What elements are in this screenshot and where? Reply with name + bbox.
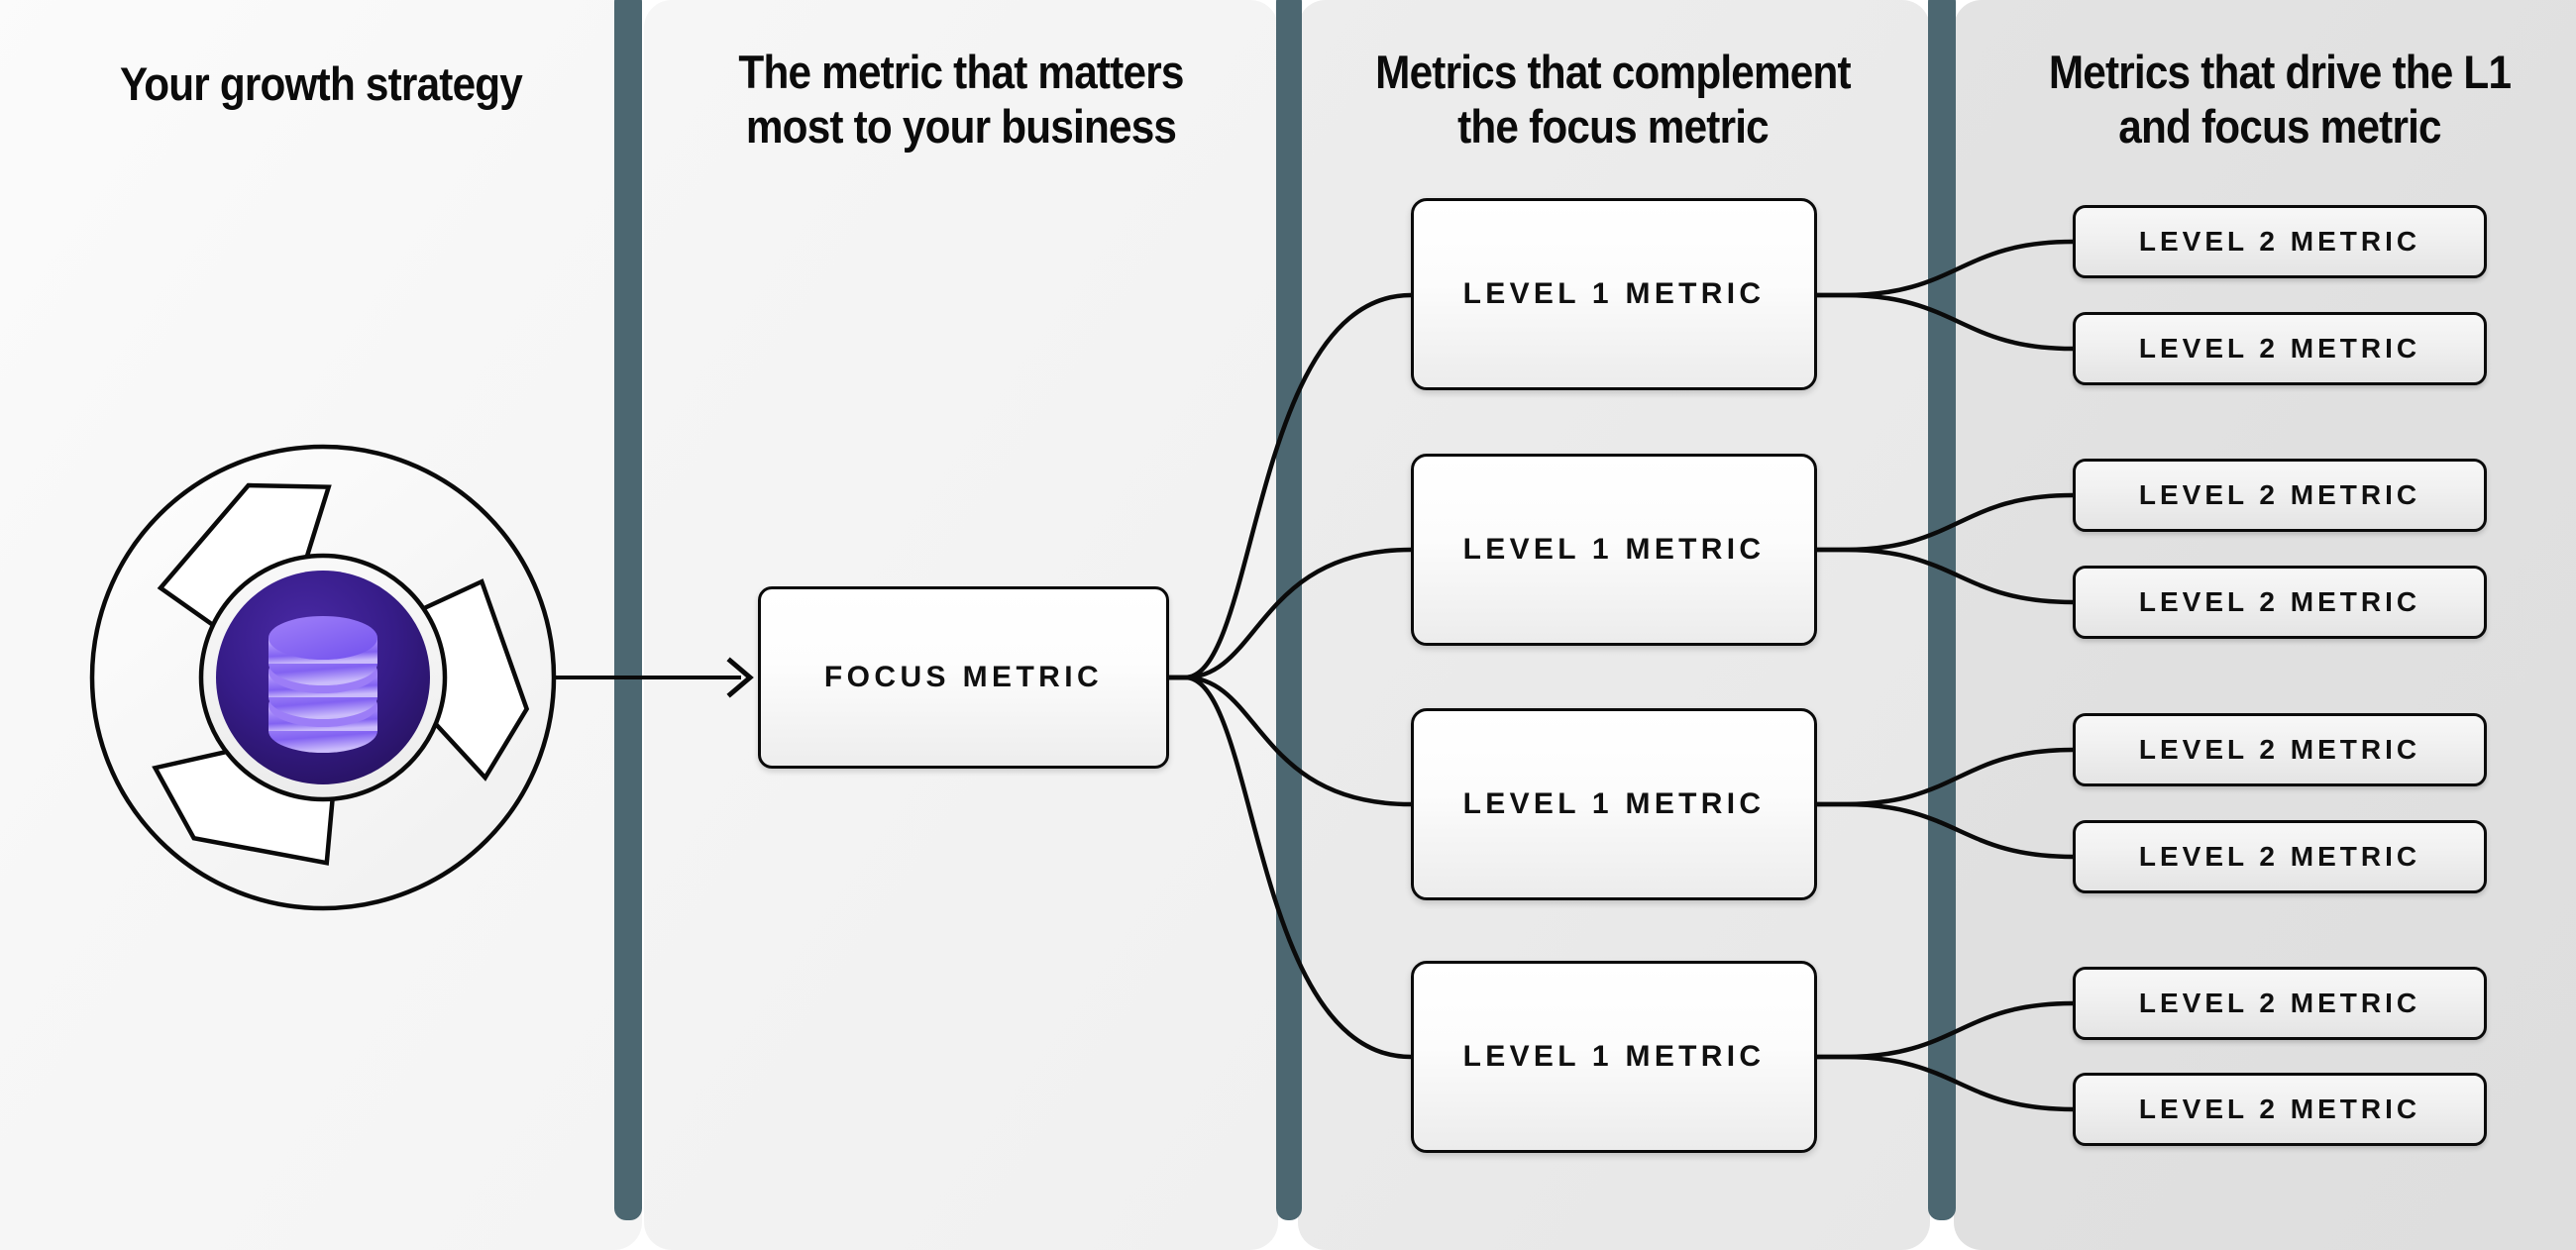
level-1-metric-box-2[interactable]: LEVEL 1 METRIC [1411,454,1817,646]
level-1-metric-label: LEVEL 1 METRIC [1462,277,1766,310]
column-divider-3 [1928,0,1956,1220]
level-2-metric-box-4[interactable]: LEVEL 2 METRIC [2073,566,2487,639]
level-1-metric-box-1[interactable]: LEVEL 1 METRIC [1411,198,1817,390]
level-2-metric-label: LEVEL 2 METRIC [2138,1094,2421,1124]
level-1-metric-box-3[interactable]: LEVEL 1 METRIC [1411,708,1817,900]
focus-metric-label: FOCUS METRIC [823,661,1104,693]
level-2-metric-box-1[interactable]: LEVEL 2 METRIC [2073,205,2487,278]
level-2-metric-label: LEVEL 2 METRIC [2138,988,2421,1018]
level-2-metric-label: LEVEL 2 METRIC [2138,841,2421,872]
level-2-metric-label: LEVEL 2 METRIC [2138,479,2421,510]
database-icon [268,616,377,753]
level-1-metric-label: LEVEL 1 METRIC [1462,1040,1766,1073]
level-2-metric-label: LEVEL 2 METRIC [2138,586,2421,617]
column-divider-1 [614,0,642,1220]
column-title-complement-metrics: Metrics that complement the focus metric [1375,46,1851,153]
level-2-metric-label: LEVEL 2 METRIC [2138,226,2421,257]
column-title-growth-strategy: Your growth strategy [119,57,523,110]
level-2-metric-box-6[interactable]: LEVEL 2 METRIC [2073,820,2487,893]
level-2-metric-label: LEVEL 2 METRIC [2138,333,2421,364]
level-2-metric-box-7[interactable]: LEVEL 2 METRIC [2073,967,2487,1040]
column-title-driver-metrics: Metrics that drive the L1 and focus metr… [2048,46,2512,153]
level-2-metric-label: LEVEL 2 METRIC [2138,734,2421,765]
brand-logo [89,444,557,911]
level-1-metric-label: LEVEL 1 METRIC [1462,787,1766,820]
level-2-metric-box-5[interactable]: LEVEL 2 METRIC [2073,713,2487,786]
level-2-metric-box-8[interactable]: LEVEL 2 METRIC [2073,1073,2487,1146]
level-2-metric-box-2[interactable]: LEVEL 2 METRIC [2073,312,2487,385]
level-1-metric-label: LEVEL 1 METRIC [1462,533,1766,566]
level-1-metric-box-4[interactable]: LEVEL 1 METRIC [1411,961,1817,1153]
level-2-metric-box-3[interactable]: LEVEL 2 METRIC [2073,459,2487,532]
column-divider-2 [1276,0,1302,1220]
focus-metric-box[interactable]: FOCUS METRIC [758,586,1169,769]
column-title-focus-metric: The metric that matters most to your bus… [738,46,1184,153]
